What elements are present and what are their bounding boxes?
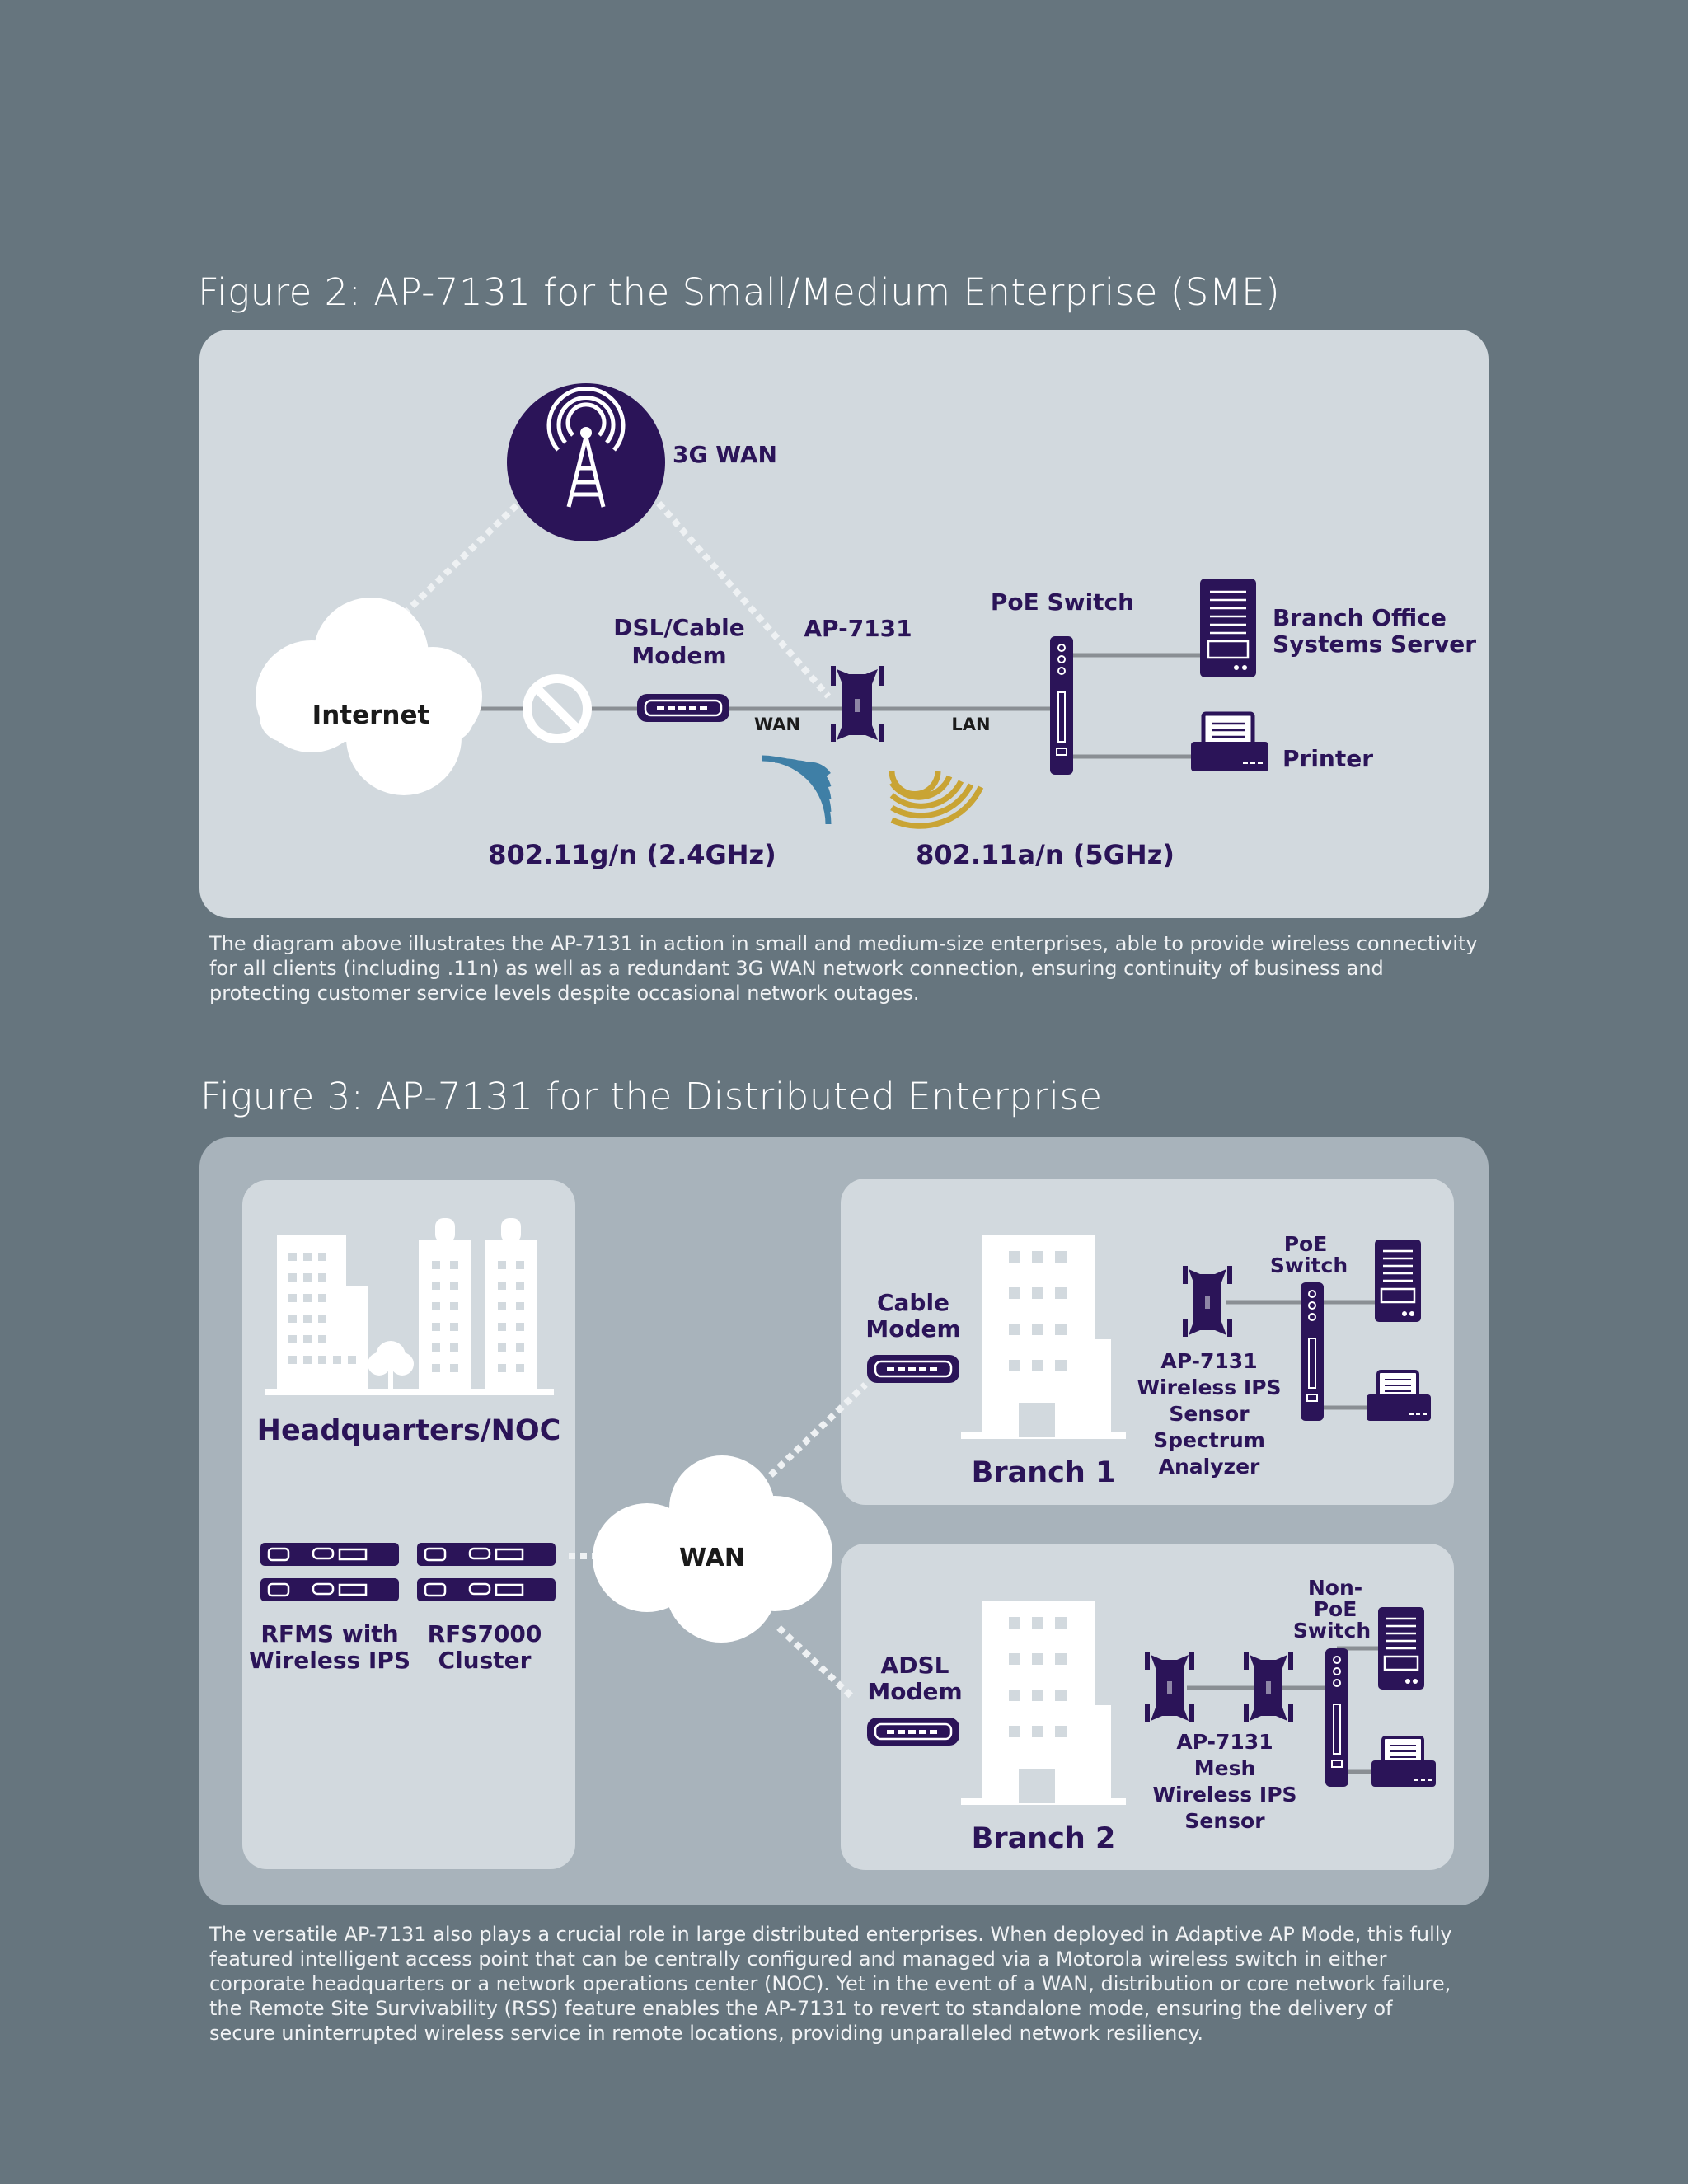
label-b1-poe-line2: Switch — [1270, 1254, 1348, 1277]
wave-5ghz-icon — [889, 770, 984, 829]
branch2-switch-icon — [1325, 1648, 1348, 1787]
link-tower-internet — [401, 500, 522, 616]
b1-ap-line-3: Spectrum — [1153, 1428, 1265, 1452]
label-lan: LAN — [951, 715, 990, 734]
label-rfs-line1: RFS7000 — [428, 1620, 542, 1647]
label-b1-poe-line1: PoE — [1284, 1232, 1328, 1256]
label-rfms-line2: Wireless IPS — [249, 1647, 410, 1674]
wan-cloud-icon — [593, 1455, 832, 1643]
rfms-rack-icon — [260, 1543, 399, 1601]
wave-24ghz-icon — [762, 755, 832, 825]
branch2-building-icon — [961, 1601, 1126, 1805]
branch1-panel — [841, 1179, 1454, 1505]
figure2-title: Figure 2: AP-7131 for the Small/Medium E… — [198, 270, 1281, 314]
label-server-line1: Branch Office — [1273, 604, 1447, 631]
hq-buildings-icon — [265, 1218, 554, 1395]
label-rfms-line1: RFMS with — [260, 1620, 398, 1647]
label-modem-line1: DSL/Cable — [613, 614, 745, 641]
label-modem-line2: Modem — [631, 642, 726, 669]
cell-tower-icon — [507, 383, 665, 541]
label-wan-cloud: WAN — [679, 1544, 745, 1572]
branch2-ap-a-icon — [1145, 1652, 1194, 1722]
label-internet: Internet — [312, 701, 430, 730]
link-wan-branch1 — [768, 1382, 868, 1478]
link-wan-branch2 — [776, 1625, 856, 1700]
label-hq: Headquarters/NOC — [257, 1414, 561, 1447]
rfs7000-rack-icon — [417, 1543, 556, 1601]
no-connection-icon — [523, 674, 592, 743]
ap-7131-icon — [831, 666, 884, 742]
cable-modem-icon — [867, 1355, 959, 1383]
dsl-modem-icon — [637, 694, 729, 722]
label-cable-line1: Cable — [877, 1289, 950, 1316]
b1-ap-line-2: Sensor — [1169, 1402, 1250, 1426]
branch2-printer-icon — [1372, 1736, 1436, 1787]
internet-cloud-icon — [256, 598, 482, 795]
b2-ap-line-1: Mesh — [1194, 1756, 1256, 1780]
server-icon — [1200, 579, 1256, 677]
poe-switch-icon — [1050, 636, 1073, 775]
branch1-ap-label: AP-7131 Wireless IPS Sensor Spectrum Ana… — [1137, 1349, 1281, 1479]
b1-ap-line-4: Analyzer — [1159, 1455, 1260, 1479]
label-server-line2: Systems Server — [1273, 630, 1476, 658]
label-band24: 802.11g/n (2.4GHz) — [488, 839, 776, 870]
b2-ap-line-2: Wireless IPS — [1152, 1783, 1296, 1807]
label-adsl-line1: ADSL — [881, 1652, 950, 1679]
branch1-server-icon — [1375, 1240, 1421, 1322]
label-band5: 802.11a/n (5GHz) — [916, 839, 1175, 870]
label-wan: WAN — [754, 715, 800, 734]
b1-ap-line-0: AP-7131 — [1160, 1349, 1257, 1373]
link-tower-ap — [648, 492, 832, 699]
branch1-building-icon — [961, 1235, 1126, 1439]
label-nonpoe-line1: PoE — [1314, 1597, 1357, 1621]
label-cable-line2: Modem — [865, 1315, 960, 1343]
label-nonpoe-line0: Non- — [1308, 1576, 1362, 1600]
branch2-server-icon — [1378, 1607, 1424, 1690]
label-poe-switch: PoE Switch — [991, 588, 1134, 616]
label-rfs-line2: Cluster — [438, 1647, 532, 1674]
label-branch1: Branch 1 — [972, 1456, 1116, 1489]
figure3-caption: The versatile AP-7131 also plays a cruci… — [209, 1923, 1452, 2045]
branch2-ap-label: AP-7131 Mesh Wireless IPS Sensor — [1152, 1730, 1296, 1833]
branch1-ap-icon — [1183, 1266, 1232, 1337]
figure3-title: Figure 3: AP-7131 for the Distributed En… — [200, 1075, 1103, 1118]
branch2-ap-b-icon — [1244, 1652, 1293, 1722]
label-ap: AP-7131 — [804, 615, 912, 642]
b2-ap-line-3: Sensor — [1184, 1809, 1265, 1833]
figure2-caption: The diagram above illustrates the AP-713… — [209, 932, 1478, 1005]
b1-ap-line-1: Wireless IPS — [1137, 1376, 1281, 1399]
label-branch2: Branch 2 — [972, 1822, 1116, 1855]
label-3g-wan: 3G WAN — [673, 441, 777, 468]
branch1-printer-icon — [1367, 1370, 1431, 1421]
adsl-modem-icon — [867, 1718, 959, 1746]
printer-icon — [1191, 711, 1268, 771]
label-nonpoe-line2: Switch — [1293, 1619, 1371, 1643]
branch1-switch-icon — [1301, 1282, 1324, 1421]
label-adsl-line2: Modem — [867, 1678, 962, 1705]
label-printer: Printer — [1282, 745, 1373, 772]
b2-ap-line-0: AP-7131 — [1176, 1730, 1273, 1754]
